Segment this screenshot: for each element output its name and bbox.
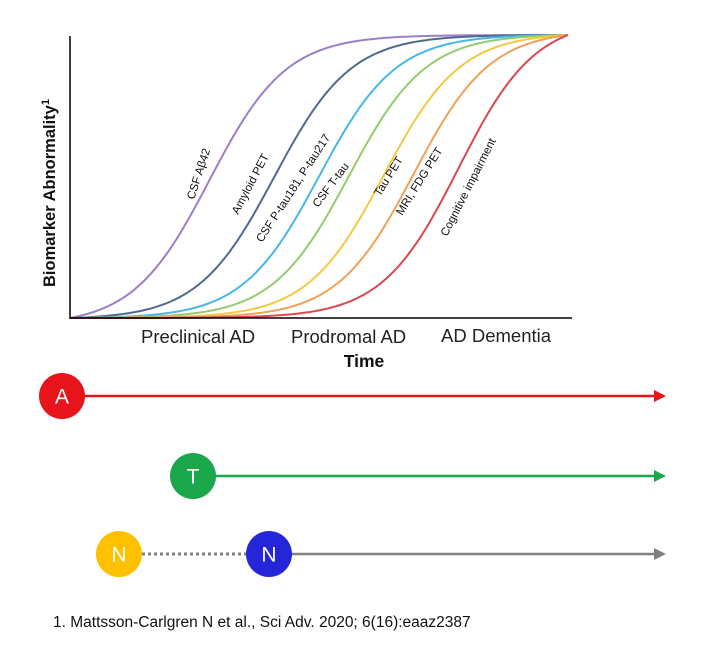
footnote-journal: Sci Adv. <box>259 614 315 631</box>
atn-circle-n <box>246 531 292 577</box>
footnote-authors: Mattsson-Carlgren N et al., <box>70 614 256 631</box>
atn-arrowhead <box>654 548 666 560</box>
atn-circle-t <box>170 453 216 499</box>
footnote-citation: 1. Mattsson-Carlgren N et al., Sci Adv. … <box>53 614 471 632</box>
stage-preclinical: Preclinical AD <box>141 326 255 347</box>
stage-prodromal: Prodromal AD <box>291 326 406 347</box>
atn-arrowhead <box>654 390 666 402</box>
footnote-ref: 2020; 6(16):eaaz2387 <box>318 614 471 631</box>
curve-2 <box>69 34 568 319</box>
curve-label-4: CSF T-tau <box>311 161 352 210</box>
x-axis-label: Time <box>344 351 385 371</box>
curve-label-2: Amyloid PET <box>230 152 272 216</box>
atn-letter-t: T <box>187 466 200 489</box>
atn-arrowhead <box>654 470 666 482</box>
atn-letter-a: A <box>55 386 69 409</box>
y-axis-label: Biomarker Abnormality1 <box>40 99 59 287</box>
biomarker-curves <box>69 34 569 319</box>
curve-3 <box>70 34 568 319</box>
atn-row-a: A <box>39 373 666 419</box>
curve-label-1: CSF Aβ42 <box>185 147 213 201</box>
atn-circle-n-early <box>96 531 142 577</box>
stage-dementia: AD Dementia <box>441 325 552 346</box>
atn-circle-a <box>39 373 85 419</box>
curve-label-5: Tau PET <box>372 155 406 199</box>
atn-row-t: T <box>170 453 666 499</box>
atn-letter-n-early: N <box>111 544 126 567</box>
footnote-number: 1. <box>53 614 66 631</box>
atn-letter-n: N <box>261 544 276 567</box>
